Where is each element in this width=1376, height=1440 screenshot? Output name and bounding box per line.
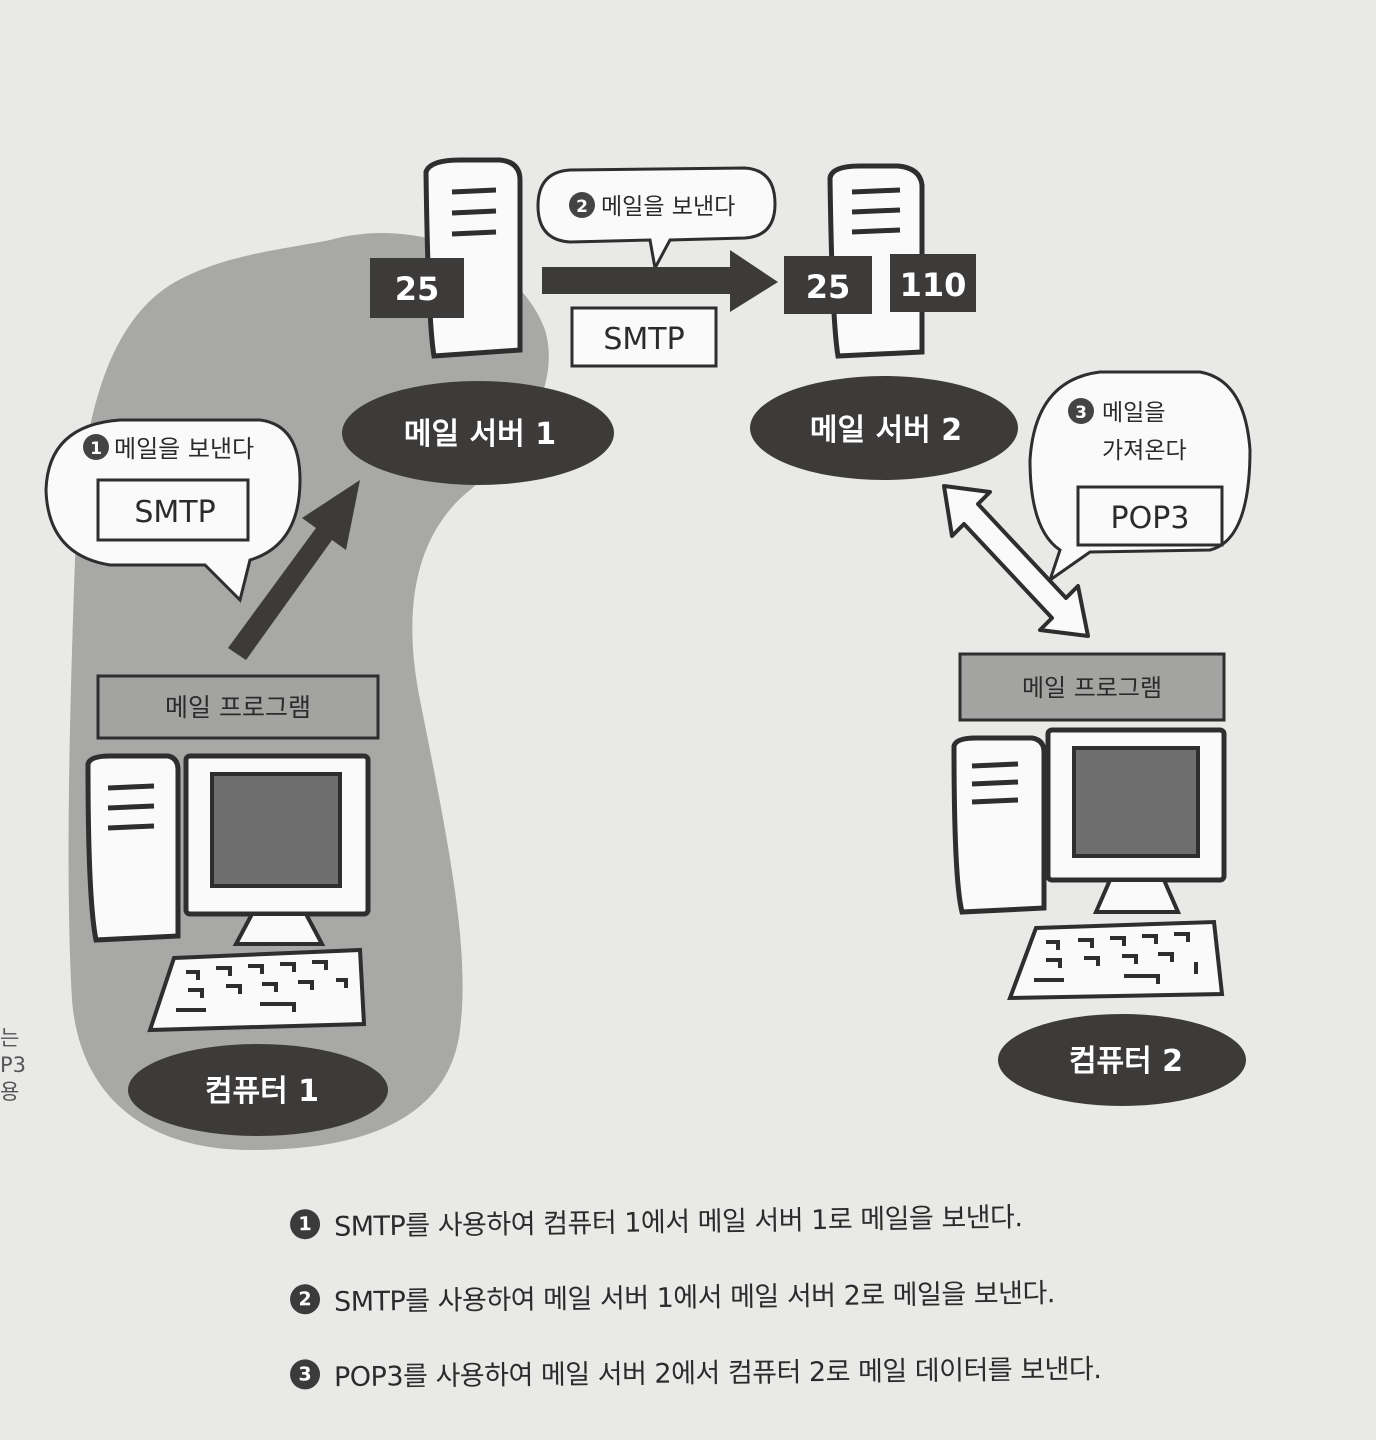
step-text-3: POP3를 사용하여 메일 서버 2에서 컴퓨터 2로 메일 데이터를 보낸다. [333,1353,1102,1393]
computer2-screen [1072,746,1200,858]
bubble3-number-badge [1068,398,1094,424]
step-number-3: 3 [289,1359,321,1390]
computer1-monitor [183,753,371,946]
arrow-computer1-to-server1 [228,480,360,660]
bubble3-number: 3 [1075,403,1087,423]
step-number-1: 1 [289,1208,321,1240]
smtp-box-server-link [570,306,718,368]
computer1-keyboard [147,947,367,1033]
step-item-2: 2 SMTP를 사용하여 메일 서버 1에서 메일 서버 2로 메일을 보낸다. [289,1265,1350,1322]
computer1-tower [85,753,181,943]
step-number-2: 2 [289,1284,321,1315]
computer2-keyboard [1007,919,1225,1001]
mail-server-2-label: 메일 서버 2 [810,413,962,448]
step-list: 1 SMTP를 사용하여 컴퓨터 1에서 메일 서버 1로 메일을 보낸다. 2… [289,1195,1350,1423]
step-item-3: 3 POP3를 사용하여 메일 서버 2에서 컴퓨터 2로 메일 데이터를 보낸… [289,1341,1350,1396]
side-note-line: 는 [0,1026,20,1050]
bubble-3: 3 메일을 가져온다 POP3 [1028,370,1252,584]
mail-server-2-label-pill [750,376,1018,480]
double-arrow-server2-computer2 [942,484,1090,638]
port-110-server2-text: 110 [900,266,967,304]
bubble3-text-line2: 가져온다 [1102,438,1187,464]
mail-server-1-label: 메일 서버 1 [404,417,556,452]
port-25-badge-server2 [784,256,872,314]
smtp-box-bubble1 [96,478,250,542]
bubble1-text: 메일을 보낸다 [114,435,254,463]
bubble2-text: 메일을 보낸다 [601,194,735,220]
pop3-box [1076,485,1224,547]
port-25-server2-text: 25 [806,268,851,306]
mail-program-label-1: 메일 프로그램 [165,693,311,722]
side-note: 는 P3 용 [0,1025,26,1106]
bubble-2: 2 메일을 보낸다 [536,166,777,273]
pop3-text: POP3 [1111,501,1190,536]
step-text-2: SMTP를 사용하여 메일 서버 1에서 메일 서버 2로 메일을 보낸다. [333,1277,1056,1318]
mail-program-bar-1 [96,674,380,740]
computer2-monitor [1045,727,1227,914]
side-note-line: 용 [0,1080,20,1104]
computer2-tower [951,735,1047,915]
computer2-label-pill [998,1014,1246,1106]
side-note-line: P3 [0,1053,27,1077]
smtp-text-server-link: SMTP [603,322,684,357]
port-25-badge-server1 [370,258,464,318]
step-item-1: 1 SMTP를 사용하여 컴퓨터 1에서 메일 서버 1로 메일을 보낸다. [289,1188,1351,1247]
mail-program-label-2: 메일 프로그램 [1022,674,1162,702]
mail-program-bar-2 [958,652,1226,722]
bubble1-number-badge [83,434,109,460]
bubble2-number-badge [569,192,595,218]
computer2-label: 컴퓨터 2 [1069,1044,1183,1079]
computer1-label-pill [128,1044,388,1136]
mail-server-1-label-pill [342,381,614,485]
bubble-1: 1 메일을 보낸다 SMTP [44,418,302,603]
arrow-server1-to-server2 [542,250,778,312]
bubble2-number: 2 [576,197,588,217]
port-25-server1-text: 25 [395,270,440,308]
computer1-label: 컴퓨터 1 [205,1074,319,1109]
smtp-text-bubble1: SMTP [134,495,215,530]
step-text-1: SMTP를 사용하여 컴퓨터 1에서 메일 서버 1로 메일을 보낸다. [333,1201,1023,1243]
computer1-screen [210,772,342,888]
port-110-badge-server2 [890,254,976,312]
bubble1-number: 1 [90,439,102,459]
bubble3-text-line1: 메일을 [1102,400,1165,426]
